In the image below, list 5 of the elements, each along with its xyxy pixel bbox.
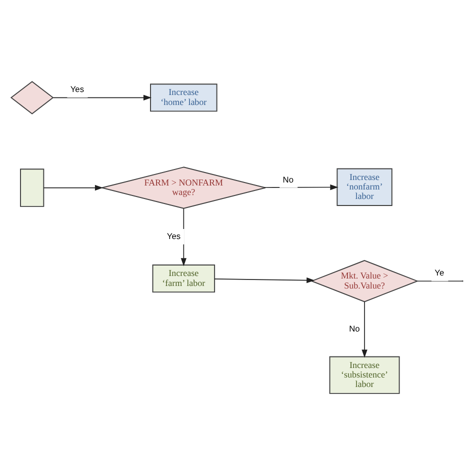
- edge-label: Yes: [70, 84, 84, 94]
- edge-label: No: [349, 322, 360, 333]
- edge-label: No: [282, 174, 294, 184]
- edge-label: Yes: [166, 230, 181, 240]
- edge-label: Ye: [434, 267, 444, 278]
